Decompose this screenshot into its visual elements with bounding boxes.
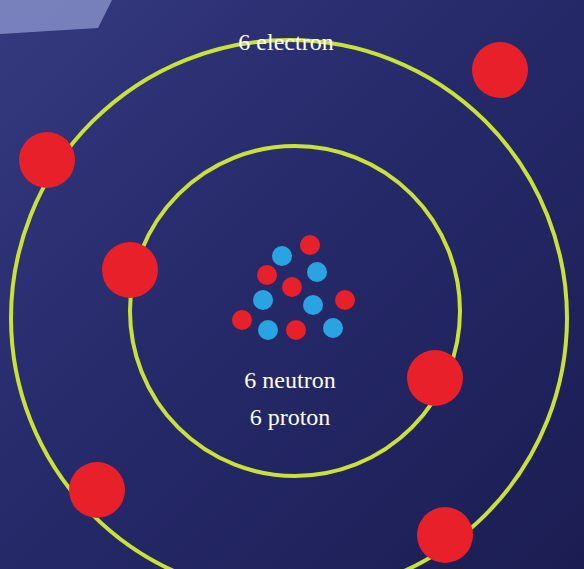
corner-banner — [0, 0, 112, 34]
electrons — [19, 42, 528, 563]
inner-orbit — [130, 146, 460, 476]
outer-orbit — [11, 40, 567, 569]
proton-count: 6 proton — [250, 404, 331, 430]
electron-count: 6 electron — [238, 29, 333, 55]
neutron-count: 6 neutron — [244, 367, 335, 393]
nucleus — [232, 235, 355, 340]
